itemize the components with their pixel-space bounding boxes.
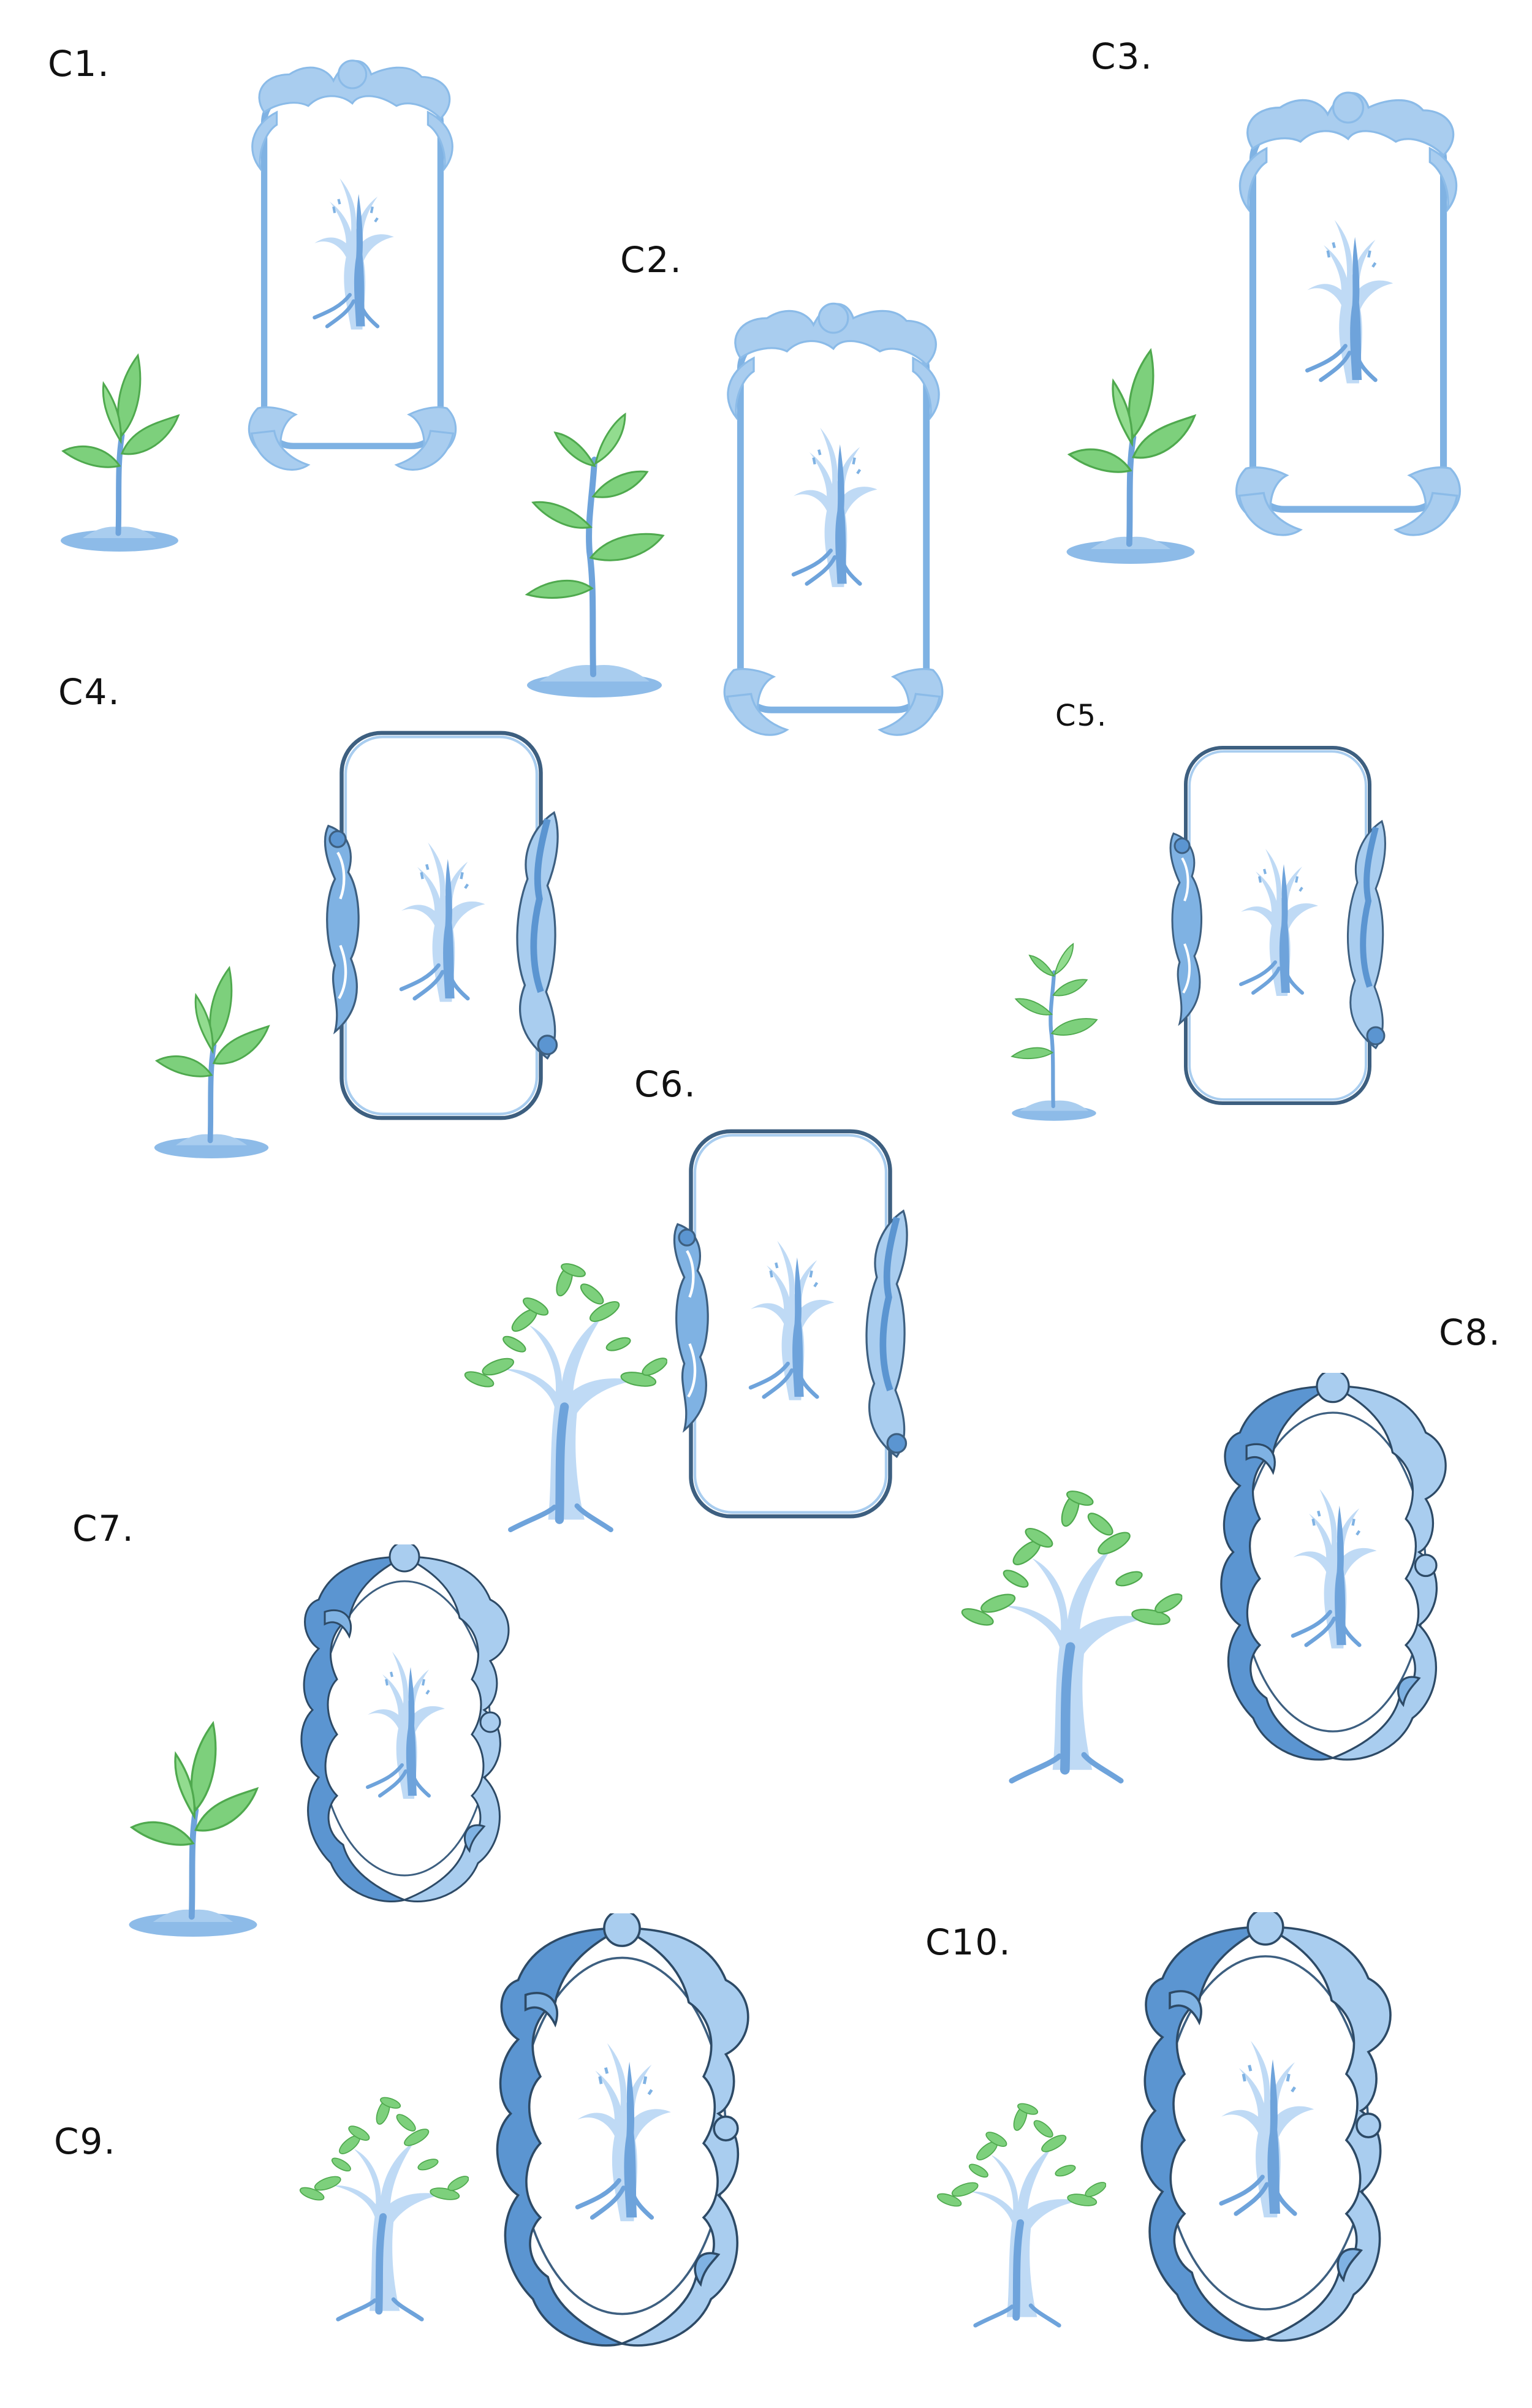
c10-frame xyxy=(1124,1912,1406,2353)
c3-frame xyxy=(1226,67,1471,570)
c5-frame xyxy=(1146,735,1409,1115)
c1-frame xyxy=(239,37,466,503)
concept-label-c8: C8. xyxy=(1439,1312,1501,1353)
c3-plant xyxy=(1048,337,1213,564)
c9-frame xyxy=(481,1912,763,2360)
c6-frame xyxy=(671,1109,910,1538)
c4-frame xyxy=(322,717,561,1134)
concept-label-c5: C5. xyxy=(1055,699,1108,733)
c2-frame xyxy=(714,282,953,766)
concept-label-c3: C3. xyxy=(1091,36,1153,77)
c10-plant xyxy=(928,2084,1106,2341)
c1-plant xyxy=(58,343,181,552)
c9-plant xyxy=(291,2078,469,2335)
concept-label-c2: C2. xyxy=(620,239,683,281)
c8-plant xyxy=(944,1483,1189,1783)
c7-frame xyxy=(282,1544,527,1912)
concept-label-c4: C4. xyxy=(58,671,121,713)
concept-label-c1: C1. xyxy=(48,43,110,85)
concept-label-c9: C9. xyxy=(54,2121,116,2162)
concept-label-c6: C6. xyxy=(634,1063,697,1105)
concept-label-c10: C10. xyxy=(925,1921,1012,1963)
c8-frame xyxy=(1198,1373,1468,1771)
c6-plant xyxy=(447,1256,674,1532)
c5-plant xyxy=(1008,938,1100,1122)
c7-plant xyxy=(119,1710,267,1937)
c4-plant xyxy=(138,956,285,1158)
concept-label-c7: C7. xyxy=(72,1508,135,1549)
c2-plant xyxy=(521,404,668,699)
